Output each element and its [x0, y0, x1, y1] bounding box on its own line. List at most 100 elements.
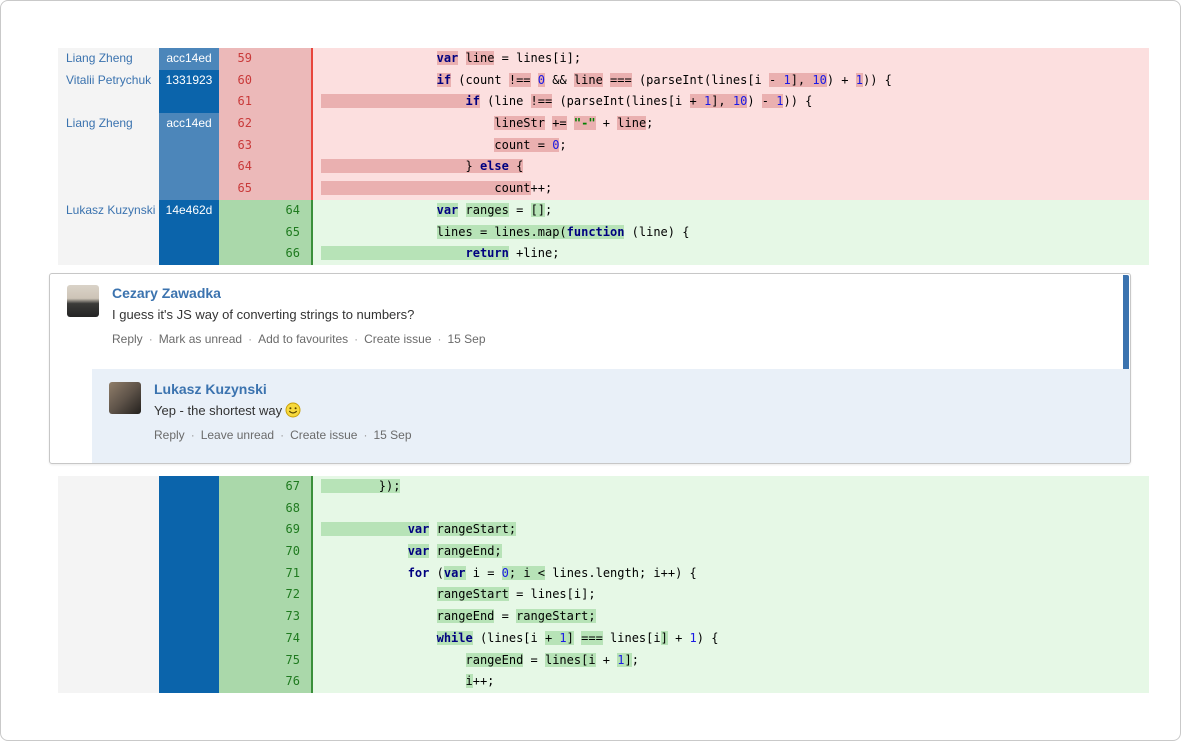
code-line: lineStr += "-" + line;: [311, 113, 1149, 135]
old-line-number: [219, 243, 265, 265]
old-line-number: [219, 563, 265, 585]
comment-actions: Reply·Leave unread·Create issue·15 Sep: [154, 428, 1114, 442]
commit-cell: [159, 671, 219, 693]
commit-cell: [159, 649, 219, 672]
diff-row-line-76: 76 i++;: [58, 671, 1149, 693]
author-link[interactable]: Vitalii Petrychuk: [58, 69, 159, 92]
new-line-number: [265, 156, 311, 178]
unread-indicator-bar[interactable]: [1123, 275, 1129, 369]
old-line-number: 59: [237, 51, 252, 65]
old-line-number: 65: [237, 181, 252, 196]
line-number-gutter: 71: [219, 562, 311, 585]
author-cell: [58, 562, 159, 585]
new-line-number: 74: [285, 630, 300, 645]
code-line: count++;: [311, 178, 1149, 200]
old-line-number: [219, 222, 265, 244]
commit-cell: [159, 221, 219, 244]
new-line-number: 72: [285, 587, 300, 602]
code-line: [311, 497, 1149, 520]
comment-author-link[interactable]: Cezary Zawadka: [112, 285, 221, 301]
commit-cell: [159, 91, 219, 114]
line-number-gutter: 64: [219, 199, 311, 222]
old-line-number: 62: [237, 116, 252, 131]
old-line-number: 63: [237, 137, 252, 152]
commit-hash[interactable]: 14e462d: [159, 199, 219, 222]
code-line: } else {: [311, 156, 1149, 179]
new-line-number: 76: [285, 674, 300, 689]
avatar: [67, 285, 99, 317]
smiley-icon: [285, 402, 301, 418]
diff-row-line-68: 68: [58, 497, 1149, 520]
comment-actions: Reply·Mark as unread·Add to favourites·C…: [112, 332, 1104, 346]
commit-cell: [159, 134, 219, 157]
new-line-number: 68: [285, 500, 300, 515]
new-line-number: 73: [285, 609, 300, 624]
old-line-number: [219, 628, 265, 650]
old-line-number: [219, 541, 265, 563]
comment-action-create-issue[interactable]: Create issue: [290, 428, 358, 442]
diff-row-line-70: 70 var rangeEnd;: [58, 541, 1149, 563]
author-cell: [58, 627, 159, 650]
comment-action-add-to-favourites[interactable]: Add to favourites: [258, 332, 349, 346]
line-number-gutter: 60: [219, 69, 311, 92]
diff-row-line-65: 65 lines = lines.map(function (line) {: [58, 221, 1149, 244]
author-cell: [58, 497, 159, 520]
line-number-gutter: 70: [219, 541, 311, 563]
line-number-gutter: 62: [219, 113, 311, 135]
commit-hash[interactable]: acc14ed: [159, 48, 219, 70]
diff-row-line-61: 61 if (line !== (parseInt(lines[i + 1], …: [58, 91, 1149, 114]
diff-row-line-75: 75 rangeEnd = lines[i + 1];: [58, 649, 1149, 672]
code-line: var rangeEnd;: [311, 541, 1149, 563]
author-link[interactable]: Liang Zheng: [58, 113, 159, 135]
code-line: i++;: [311, 671, 1149, 693]
old-line-number: [219, 606, 265, 628]
new-line-number: 70: [285, 544, 300, 559]
new-line-number: [265, 48, 311, 70]
comment-reply: Lukasz Kuzynski Yep - the shortest way R…: [92, 369, 1130, 463]
author-link[interactable]: Liang Zheng: [58, 48, 159, 70]
comment-action-create-issue[interactable]: Create issue: [364, 332, 432, 346]
code-line: count = 0;: [311, 134, 1149, 157]
new-line-number: 64: [285, 202, 300, 217]
comment-action-mark-as-unread[interactable]: Mark as unread: [158, 332, 243, 346]
comment-author-link[interactable]: Lukasz Kuzynski: [154, 381, 267, 397]
comment-action-reply[interactable]: Reply: [154, 428, 185, 442]
new-line-number: [265, 178, 311, 200]
diff-row-line-63: 63 count = 0;: [58, 134, 1149, 157]
code-line: rangeEnd = lines[i + 1];: [311, 649, 1149, 672]
line-number-gutter: 72: [219, 584, 311, 607]
new-line-number: 66: [285, 246, 300, 261]
action-separator: ·: [437, 332, 442, 346]
code-line: rangeEnd = rangeStart;: [311, 606, 1149, 628]
code-line: var rangeStart;: [311, 519, 1149, 542]
code-line: var ranges = [];: [311, 199, 1149, 222]
line-number-gutter: 65: [219, 221, 311, 244]
diff-row-line-74: 74 while (lines[i + 1] === lines[i] + 1)…: [58, 627, 1149, 650]
line-number-gutter: 73: [219, 606, 311, 628]
new-line-number: [265, 70, 311, 92]
author-cell: [58, 476, 159, 498]
commit-cell: [159, 476, 219, 498]
old-line-number: 60: [237, 72, 252, 87]
commit-hash[interactable]: 1331923: [159, 69, 219, 92]
comment-action-leave-unread[interactable]: Leave unread: [200, 428, 275, 442]
comment-timestamp: 15 Sep: [447, 332, 486, 346]
author-link[interactable]: Lukasz Kuzynski: [58, 199, 159, 222]
author-cell: [58, 134, 159, 157]
code-line: for (var i = 0; i < lines.length; i++) {: [311, 562, 1149, 585]
commit-hash[interactable]: acc14ed: [159, 113, 219, 135]
diff-row-line-67: 67 });: [58, 476, 1149, 498]
diff-row-line-65: 65 count++;: [58, 178, 1149, 200]
diff-row-line-73: 73 rangeEnd = rangeStart;: [58, 606, 1149, 628]
commit-cell: [159, 627, 219, 650]
old-line-number: [219, 498, 265, 520]
old-line-number: [219, 671, 265, 693]
old-line-number: [219, 476, 265, 498]
action-separator: ·: [148, 332, 153, 346]
old-line-number: 61: [237, 94, 252, 109]
comment-action-reply[interactable]: Reply: [112, 332, 143, 346]
